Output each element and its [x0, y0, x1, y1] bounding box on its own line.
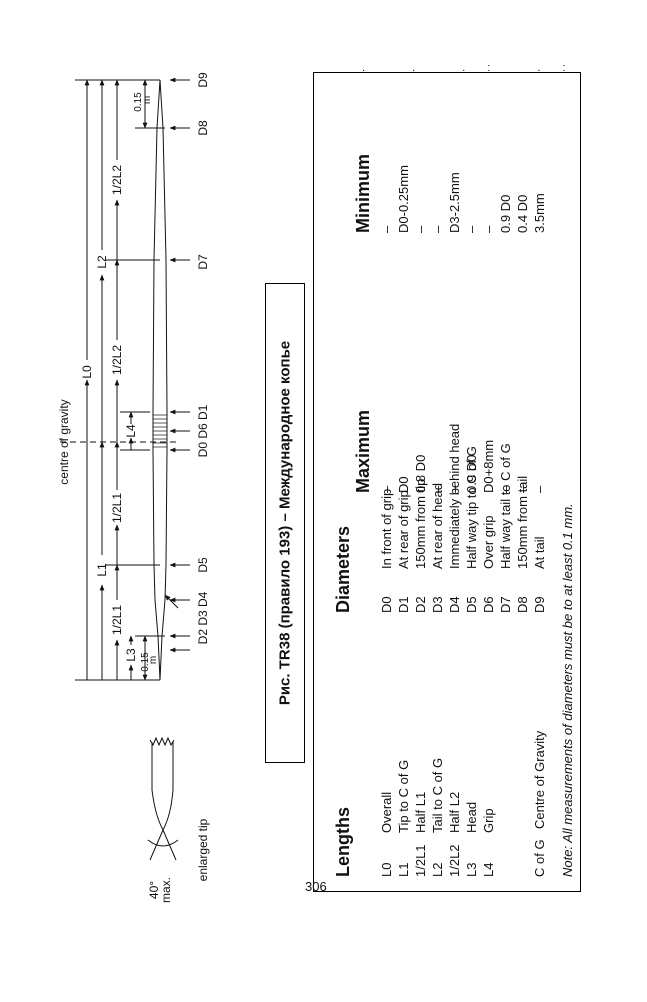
l1-label: L1 — [95, 563, 109, 577]
diameter-code: D4 — [447, 596, 462, 613]
angle-max-label: max. — [159, 877, 173, 903]
page-number: 306 — [305, 879, 327, 894]
dim-m-tail: m — [142, 96, 153, 104]
angle-label: 40° — [147, 881, 161, 899]
measurement-note: Note: All measurements of diameters must… — [560, 503, 575, 877]
cg-code: C of G — [532, 839, 547, 877]
diameter-code: D5 — [464, 596, 479, 613]
diameter-max: 0.8 D0 — [413, 454, 428, 493]
diameter-code: D3 — [430, 596, 445, 613]
figure-caption-box: Рис. TR38 (правило 193) – Международное … — [265, 283, 305, 763]
length-code: L4 — [481, 862, 496, 877]
diameter-max: D0+8mm — [481, 439, 496, 493]
minimum-header: Minimum — [353, 154, 373, 233]
length-code: L2 — [430, 862, 445, 877]
diameters-header: Diameters — [333, 525, 353, 613]
diameter-desc: At rear of head — [430, 483, 445, 569]
l2-label: L2 — [95, 255, 109, 269]
javelin-diagram: centre of gravity L0 L1 L2 1/2L1 1/2L1 1… — [57, 72, 210, 903]
diameter-min: – — [413, 225, 428, 233]
table-row: D7 Half way tail to C of G – 0.9 D0 — [498, 73, 515, 891]
diameter-max: – — [532, 485, 547, 493]
corner-marks: . . .: .: — [362, 62, 588, 74]
diameter-code: D8 — [515, 596, 530, 613]
diameter-min: 0.9 D0 — [498, 194, 513, 233]
diameter-min: D3-2.5mm — [447, 172, 462, 233]
diameter-desc: Over grip — [481, 515, 496, 569]
length-code: L3 — [464, 862, 479, 877]
d0-d6-d1-label: D0 D6 D1 — [196, 404, 210, 457]
dim-015-tail: 0.15 — [133, 92, 144, 112]
table-row: L2 Tail to C of G D3 At rear of head – – — [430, 73, 447, 891]
d9-label: D9 — [196, 72, 210, 88]
spec-table-content: Lengths Diameters Maximum Minimum L0 Ove… — [314, 73, 580, 891]
length-desc: Tip to C of G — [396, 759, 411, 833]
table-row: L4 Grip D6 Over grip D0+8mm – — [481, 73, 498, 891]
half-l1-label-a: 1/2L1 — [110, 605, 124, 635]
diameter-desc: At tail — [532, 536, 547, 569]
lengths-header: Lengths — [333, 807, 353, 877]
diameter-max: – — [498, 485, 513, 493]
table-row: L3 Head D5 Half way tip to C of G 0.9 D0… — [464, 73, 481, 891]
diameter-max: 0.9 D0 — [464, 454, 479, 493]
d5-label: D5 — [196, 557, 210, 573]
dim-m-tip: m — [148, 656, 159, 664]
diameter-min: 0.4 D0 — [515, 194, 530, 233]
diameter-max: – — [447, 485, 462, 493]
cg-desc: Centre of Gravity — [532, 730, 547, 829]
length-code: L0 — [379, 862, 394, 877]
l0-label: L0 — [80, 365, 94, 379]
d7-label: D7 — [196, 254, 210, 270]
diameter-min: – — [430, 225, 445, 233]
diameter-max: – — [430, 485, 445, 493]
enlarged-tip-label: enlarged tip — [196, 818, 210, 881]
diameter-max: D0 — [396, 476, 411, 493]
half-l2-label-b: 1/2L2 — [110, 165, 124, 195]
length-desc: Head — [464, 801, 479, 833]
diameter-desc: At rear of grip — [396, 490, 411, 569]
table-row: D8 150mm from tail – 0.4 D0 — [515, 73, 532, 891]
length-desc: Half L2 — [447, 791, 462, 833]
figure-caption: Рис. TR38 (правило 193) – Международное … — [276, 340, 294, 706]
table-row: 1/2L2 Half L2 D4 Immediately behind head… — [447, 73, 464, 891]
length-desc: Overall — [379, 791, 394, 833]
length-desc: Tail to C of G — [430, 757, 445, 833]
diameter-min: – — [379, 225, 394, 233]
length-code: 1/2L2 — [447, 844, 462, 877]
diameter-code: D9 — [532, 596, 547, 613]
diameter-desc: Half way tail to C of G — [498, 443, 513, 569]
table-row: C of G Centre of Gravity D9 At tail – 3.… — [532, 73, 549, 891]
table-row: 1/2L1 Half L1 D2 150mm from tip 0.8 D0 – — [413, 73, 430, 891]
spec-table: Lengths Diameters Maximum Minimum L0 Ove… — [313, 72, 581, 892]
diameter-code: D2 — [413, 596, 428, 613]
diameter-desc: Immediately behind head — [447, 423, 462, 569]
diameter-min: D0-0.25mm — [396, 165, 411, 233]
table-row: L1 Tip to C of G D1 At rear of grip D0 D… — [396, 73, 413, 891]
diameter-desc: In front of grip — [379, 488, 394, 569]
diameter-max: – — [515, 485, 530, 493]
maximum-header: Maximum — [353, 409, 373, 493]
length-desc: Grip — [481, 808, 496, 833]
half-l2-label-a: 1/2L2 — [110, 345, 124, 375]
d2-d3-d4-label: D2 D3 D4 — [196, 591, 210, 644]
diameter-code: D7 — [498, 596, 513, 613]
length-code: L1 — [396, 862, 411, 877]
length-code: 1/2L1 — [413, 844, 428, 877]
half-l1-label-b: 1/2L1 — [110, 493, 124, 523]
diameter-code: D6 — [481, 596, 496, 613]
diameter-min: – — [481, 225, 496, 233]
diameter-max: – — [379, 485, 394, 493]
diameter-min: 3.5mm — [532, 193, 547, 233]
diameter-code: D0 — [379, 596, 394, 613]
diameter-min: – — [464, 225, 479, 233]
table-row: L0 Overall D0 In front of grip – – — [379, 73, 396, 891]
d8-label: D8 — [196, 120, 210, 136]
length-desc: Half L1 — [413, 791, 428, 833]
l4-label: L4 — [124, 424, 138, 438]
diameter-code: D1 — [396, 596, 411, 613]
l3-label: L3 — [124, 648, 138, 662]
centre-of-gravity-label: centre of gravity — [57, 399, 71, 484]
dim-015-tip: 0.15 — [140, 652, 151, 672]
